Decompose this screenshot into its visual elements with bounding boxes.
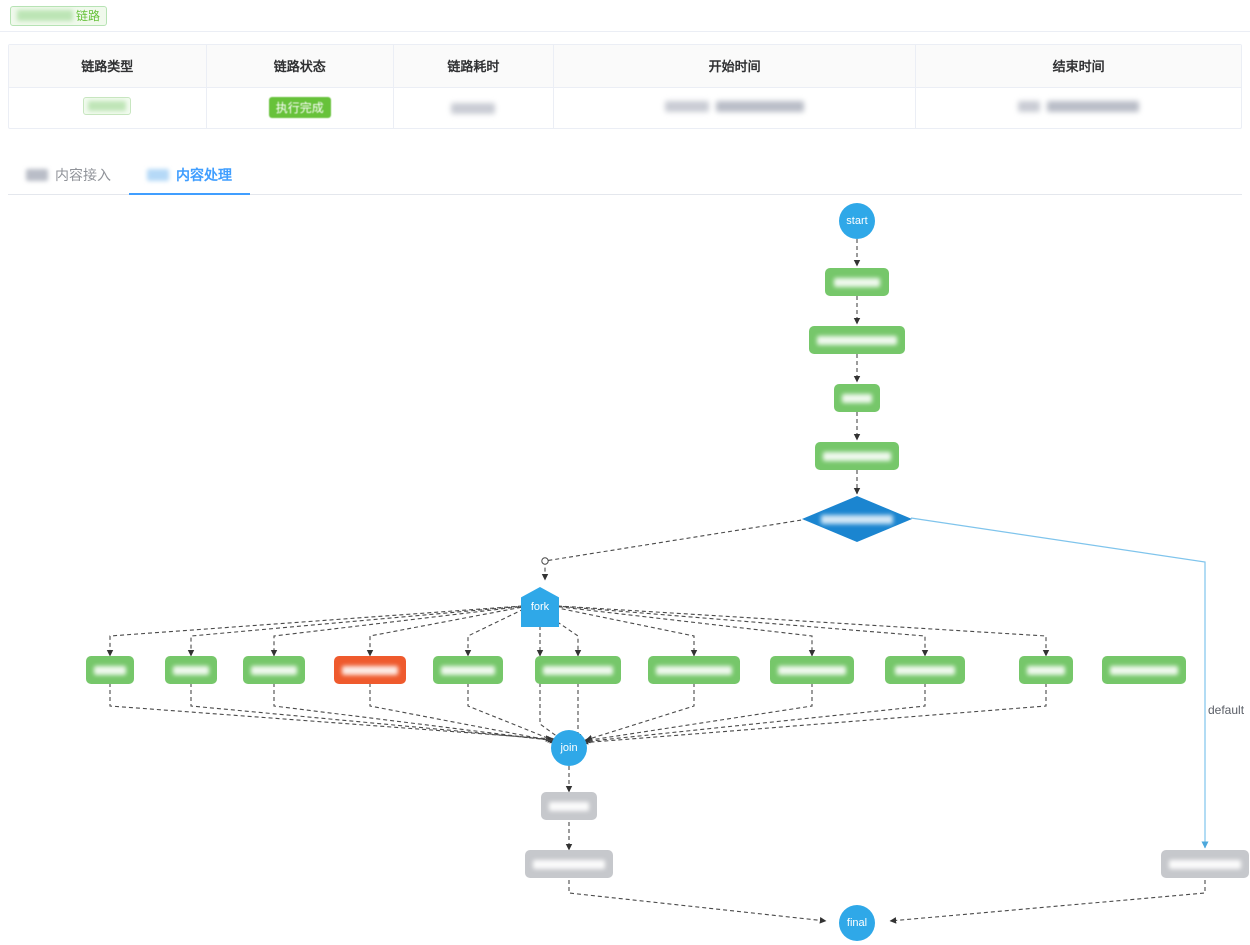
detail-tabs: 内容接入 内容处理 — [8, 155, 1242, 195]
node-join-label: join — [560, 742, 578, 754]
table-row: 执行完成 — [9, 87, 1241, 128]
node-task-1[interactable] — [825, 268, 889, 296]
redacted-prefix — [147, 169, 169, 181]
redacted-node-label — [834, 277, 880, 287]
node-task-2[interactable] — [809, 326, 905, 354]
node-fork-label: fork — [530, 601, 550, 613]
node-parallel-3[interactable] — [243, 656, 305, 684]
redacted-end-time — [1018, 101, 1140, 113]
column-header-start-time: 开始时间 — [553, 45, 917, 88]
chain-type-pill — [83, 97, 132, 116]
node-parallel-7[interactable] — [648, 656, 740, 684]
node-parallel-6[interactable] — [535, 656, 621, 684]
table-header-row: 链路类型 链路状态 链路耗时 开始时间 结束时间 — [9, 45, 1241, 88]
redacted-text — [17, 10, 73, 21]
status-badge: 执行完成 — [268, 97, 331, 119]
cell-start-time — [553, 87, 917, 128]
workflow-graph-canvas[interactable]: start fork join final — [0, 188, 1250, 945]
header-bar: 链路 — [0, 0, 1250, 32]
column-header-chain-status: 链路状态 — [206, 45, 394, 88]
node-start[interactable]: start — [839, 203, 875, 239]
node-parallel-11[interactable] — [1102, 656, 1186, 684]
node-parallel-5[interactable] — [433, 656, 503, 684]
redacted-node-label — [842, 393, 872, 403]
column-header-chain-type: 链路类型 — [9, 45, 207, 88]
edge-waypoint-marker — [541, 557, 549, 565]
node-parallel-10[interactable] — [1019, 656, 1073, 684]
redacted-prefix — [26, 169, 48, 181]
column-header-chain-duration: 链路耗时 — [393, 45, 555, 88]
cell-chain-duration — [393, 87, 555, 128]
chain-badge-label: 链路 — [76, 8, 101, 23]
redacted-node-label — [823, 451, 891, 461]
node-final[interactable]: final — [839, 905, 875, 941]
column-header-end-time: 结束时间 — [915, 45, 1241, 88]
node-start-label: start — [846, 215, 868, 227]
node-parallel-4-error[interactable] — [334, 656, 406, 684]
cell-chain-status: 执行完成 — [206, 87, 394, 128]
node-post-join-2[interactable] — [525, 850, 613, 878]
node-default-branch[interactable] — [1161, 850, 1249, 878]
redacted-node-label — [821, 514, 893, 524]
tab-label: 内容接入 — [55, 167, 111, 183]
chain-type-badge: 链路 — [10, 5, 108, 26]
chain-summary-table: 链路类型 链路状态 链路耗时 开始时间 结束时间 执行完成 — [8, 44, 1242, 129]
node-decision-switch[interactable] — [802, 496, 912, 542]
node-parallel-2[interactable] — [165, 656, 217, 684]
tab-content-processing[interactable]: 内容处理 — [129, 156, 250, 195]
node-task-3[interactable] — [834, 384, 880, 412]
edge-label-default: default — [1208, 703, 1245, 717]
tab-label: 内容处理 — [176, 167, 232, 183]
node-join[interactable]: join — [551, 730, 587, 766]
tab-content-intake[interactable]: 内容接入 — [8, 156, 129, 194]
node-task-4[interactable] — [815, 442, 899, 470]
redacted-duration — [451, 103, 496, 115]
node-parallel-1[interactable] — [86, 656, 134, 684]
node-parallel-8[interactable] — [770, 656, 854, 684]
redacted-node-label — [817, 335, 897, 345]
cell-chain-type — [9, 87, 207, 128]
node-final-label: final — [846, 917, 868, 929]
redacted-start-time — [665, 101, 805, 113]
node-fork[interactable]: fork — [521, 587, 559, 627]
node-parallel-9[interactable] — [885, 656, 965, 684]
cell-end-time — [916, 87, 1241, 128]
graph-edges — [106, 239, 1209, 924]
node-post-join-1[interactable] — [541, 792, 597, 820]
